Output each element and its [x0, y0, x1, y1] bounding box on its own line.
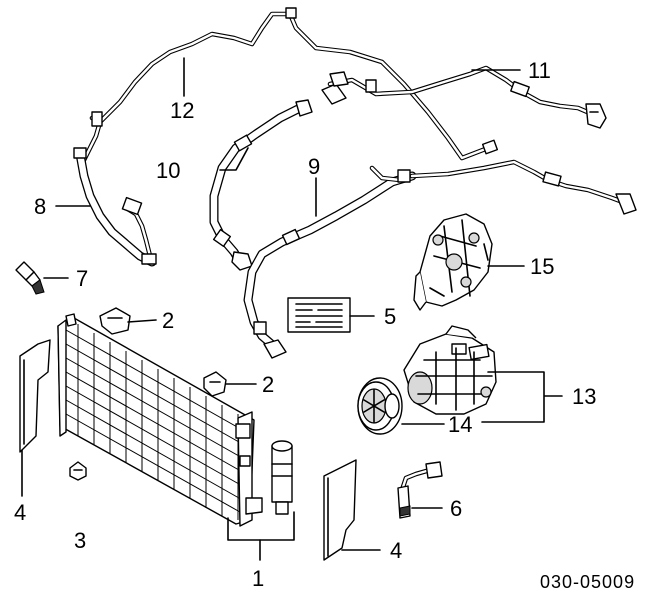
callout-6: 6	[450, 496, 462, 521]
callout-15: 15	[530, 254, 554, 279]
callout-10: 10	[156, 158, 180, 183]
pipe-11	[321, 65, 607, 129]
pressure-switch-6	[397, 461, 443, 519]
callout-13: 13	[572, 384, 596, 409]
callout-5: 5	[384, 304, 396, 329]
hose-9	[243, 159, 637, 359]
callout-11: 11	[528, 58, 551, 83]
sensor-7	[15, 261, 45, 295]
bracket-2-upper	[99, 307, 131, 335]
receiver-drier	[271, 440, 293, 515]
callout-4-left: 4	[14, 500, 26, 525]
label-5	[287, 297, 351, 333]
seal-4-right	[323, 459, 357, 561]
callout-2-lower: 2	[262, 372, 274, 397]
callout-8: 8	[34, 194, 46, 219]
compressor-13	[403, 325, 497, 415]
bracket-2-lower	[203, 371, 227, 397]
pipe-12	[79, 7, 499, 179]
seal-4-left	[19, 339, 51, 453]
compressor-bracket-15	[413, 213, 493, 311]
clutch-14	[357, 377, 403, 435]
callout-1: 1	[252, 566, 264, 591]
callouts: 12 11 10 9 8 7 15 5 2 2 13 14 6 4 3 4 1 …	[14, 58, 635, 592]
callout-3: 3	[74, 528, 86, 553]
leader-lines	[21, 57, 563, 561]
callout-2-upper: 2	[162, 308, 174, 333]
callout-9: 9	[308, 154, 320, 179]
hose-10	[209, 99, 313, 271]
cap-3	[69, 461, 87, 481]
hose-8	[73, 147, 157, 267]
diagram-code: 030-05009	[540, 572, 635, 592]
callout-14: 14	[448, 412, 472, 437]
callout-4-right: 4	[390, 538, 402, 563]
condenser-1	[57, 313, 263, 527]
callout-7: 7	[76, 266, 88, 291]
callout-12: 12	[170, 98, 194, 123]
